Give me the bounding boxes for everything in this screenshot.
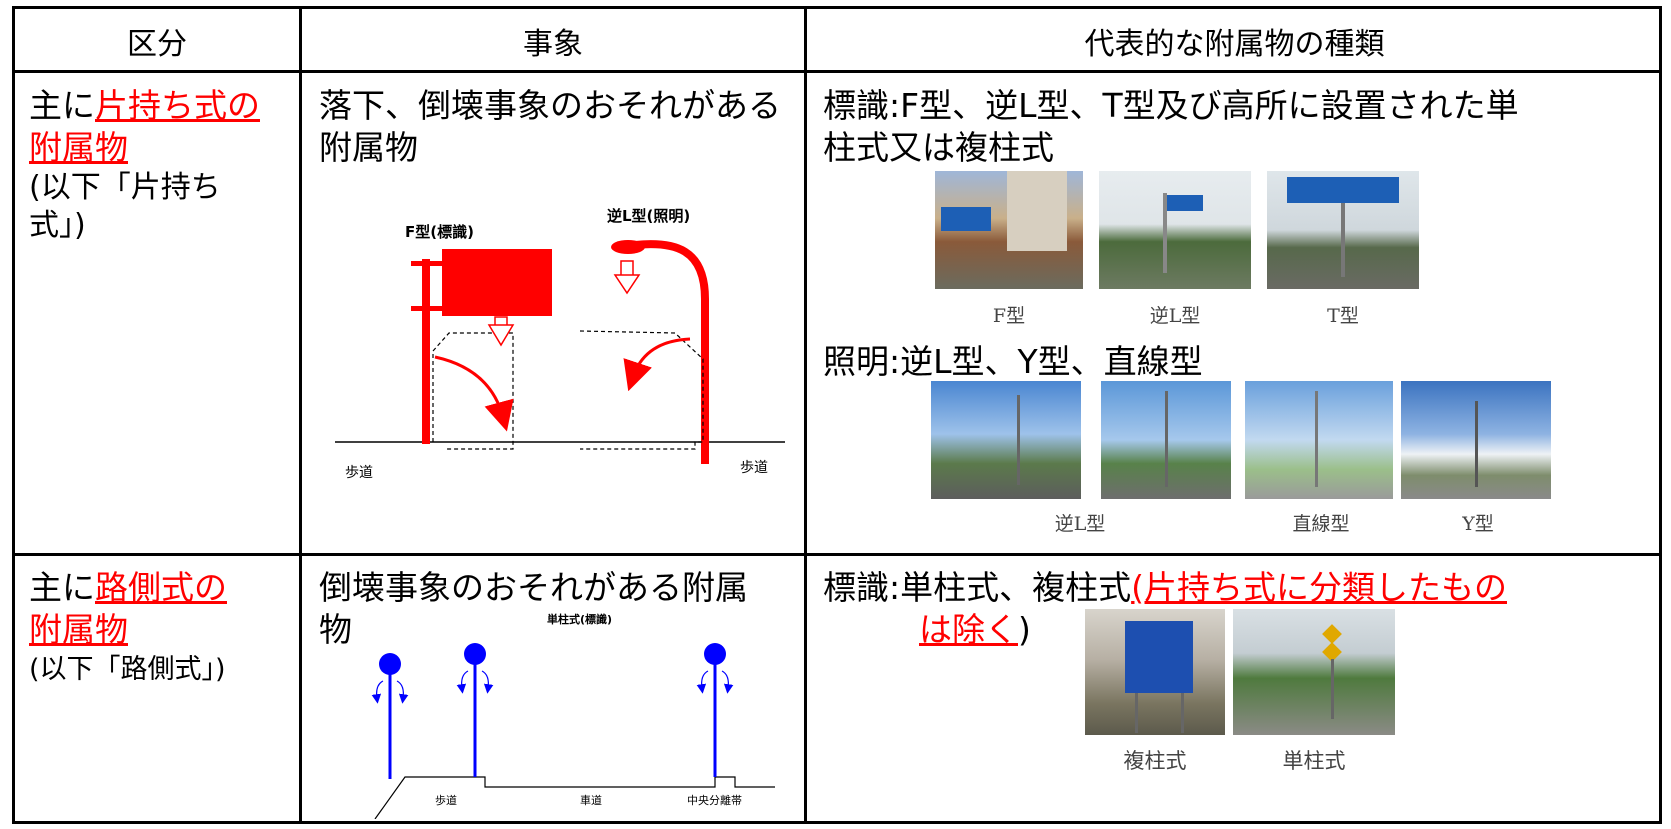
column-divider-1: [299, 9, 302, 821]
photo-straight-light: [1101, 381, 1231, 499]
row2-types: 標識:単柱式、複柱式(片持ち式に分類したもの は除く): [823, 567, 1653, 651]
pole-3-head: [704, 643, 726, 665]
diagram-median: 中央分離帯: [687, 793, 742, 807]
row1-event-line1: 落下、倒壊事象のおそれがある: [319, 86, 781, 125]
row2-event: 倒壊事象のおそれがある附属 物: [319, 567, 799, 651]
photo-multi-pole-sign: [1085, 609, 1225, 735]
photo-l-type-light: [931, 381, 1081, 499]
pole-1-head: [379, 653, 401, 675]
diagram-walk-left: 歩道: [345, 465, 373, 481]
row1-types-light: 照明:逆L型、Y型、直線型: [823, 342, 1203, 381]
diagram-road: 車道: [580, 793, 602, 807]
sway-arrow: [481, 670, 494, 694]
pole-shape: [1181, 693, 1184, 733]
pole-shape: [1475, 401, 1478, 487]
caption-light-straight: 直線型: [1292, 513, 1350, 535]
header-event: 事象: [523, 27, 583, 62]
row2-category-prefix: 主に: [29, 568, 95, 607]
pole-shape: [1165, 391, 1168, 487]
caption-single-pole: 単柱式: [1282, 749, 1346, 773]
diagram-l-label: 逆L型(照明): [607, 207, 690, 225]
row1-category-note-a: (以下「片持ち: [29, 170, 221, 205]
diagram-f-label: F型(標識): [405, 223, 474, 241]
light-fall-zone: [579, 330, 704, 450]
row2-event-line1: 倒壊事象のおそれがある附属: [319, 568, 748, 607]
row1-category-prefix: 主に: [29, 86, 95, 125]
f-type-pole: [422, 259, 430, 444]
light-collapse-arrow: [623, 337, 691, 392]
f-type-fall-zone: [432, 332, 514, 450]
classification-table: 区分 事象 代表的な附属物の種類 主に片持ち式の 附属物 (以下「片持ち 式」)…: [12, 6, 1662, 824]
row2-types-prefix: 標識:単柱式、複柱式: [823, 568, 1132, 607]
row2-category-red-a: 路側式の: [95, 568, 227, 607]
diagram-walk-right: 歩道: [740, 460, 768, 476]
row2-event-line2: 物: [319, 610, 352, 649]
caption-multi-pole: 複柱式: [1123, 749, 1187, 773]
f-type-drop-arrow: [487, 316, 515, 347]
header-types: 代表的な附属物の種類: [1084, 27, 1385, 62]
photo-f-type-sign: [935, 171, 1083, 289]
photo-y-type-light-2: [1401, 381, 1551, 499]
light-drop-arrow: [613, 260, 641, 295]
warning-sign-shape: [1322, 624, 1342, 644]
photo-t-type-sign: [1267, 171, 1419, 289]
row-divider: [15, 553, 1659, 556]
f-type-collapse-arrow: [434, 355, 514, 432]
sway-arrow: [456, 670, 469, 694]
photo-l-type-sign: [1099, 171, 1251, 289]
sway-arrow: [396, 680, 409, 704]
row2-types-close: ): [1018, 610, 1031, 649]
row2-category: 主に路側式の 附属物 (以下「路側式」): [29, 567, 291, 689]
caption-l-type: 逆L型: [1149, 305, 1201, 327]
pole-shape: [1163, 193, 1167, 273]
pole-shape: [1135, 693, 1138, 733]
blue-sign-panel: [1167, 195, 1203, 211]
pole-shape: [1331, 659, 1334, 719]
photo-single-pole-sign: [1233, 609, 1395, 735]
sway-arrow: [371, 680, 384, 704]
row2-types-red-a: (片持ち式に分類したもの: [1131, 568, 1507, 607]
column-divider-2: [804, 9, 807, 821]
pole-2-head: [464, 643, 486, 665]
row2-category-red-b: 附属物: [29, 610, 128, 649]
cantilever-diagram: F型(標識) 歩道 逆L型(照明) 歩道: [335, 207, 785, 481]
road-profile: [374, 776, 775, 819]
pole-shape: [1315, 391, 1318, 487]
f-type-sign-panel: [442, 249, 552, 316]
f-type-arm-top: [411, 261, 443, 266]
row1-category-note-b: 式」): [29, 208, 86, 243]
diagram-walk: 歩道: [435, 793, 457, 807]
row1-types: 標識:F型、逆L型、T型及び高所に設置された単 柱式又は複柱式: [823, 85, 1653, 169]
building-shape: [1007, 171, 1067, 251]
light-pole: [634, 240, 709, 464]
row1-event-line2: 附属物: [319, 128, 418, 167]
caption-f-type: F型: [992, 305, 1026, 327]
diagram-single-pole-title: 単柱式(標識): [547, 612, 612, 626]
blue-sign-panel: [941, 207, 991, 231]
caption-light-y-type: Y型: [1462, 513, 1494, 535]
row1-types-sign-line2: 柱式又は複柱式: [823, 128, 1054, 167]
row1-event: 落下、倒壊事象のおそれがある 附属物: [319, 85, 799, 169]
header-divider: [15, 70, 1659, 73]
photo-y-type-light-1: [1245, 381, 1393, 499]
sway-arrow: [721, 670, 734, 694]
row1-category-red-a: 片持ち式の: [95, 86, 260, 125]
blue-sign-panel: [1287, 177, 1399, 203]
row1-category-red-b: 附属物: [29, 128, 128, 167]
row2-types-red-b: は除く: [919, 610, 1018, 649]
row2-category-note: (以下「路側式」): [29, 654, 226, 685]
caption-light-l-type: 逆L型: [1054, 513, 1106, 535]
header-category: 区分: [127, 27, 187, 62]
caption-t-type: T型: [1327, 305, 1359, 327]
roadside-diagram: 単柱式(標識) 歩道 車道 中央分離帯: [371, 612, 775, 819]
pole-shape: [1017, 395, 1020, 485]
pole-shape: [1341, 177, 1345, 277]
f-type-arm-bottom: [411, 306, 443, 311]
sway-arrow: [696, 670, 709, 694]
row1-category: 主に片持ち式の 附属物 (以下「片持ち 式」): [29, 85, 291, 245]
blue-sign-panel: [1125, 621, 1193, 693]
row1-types-sign-line1: 標識:F型、逆L型、T型及び高所に設置された単: [823, 86, 1519, 125]
